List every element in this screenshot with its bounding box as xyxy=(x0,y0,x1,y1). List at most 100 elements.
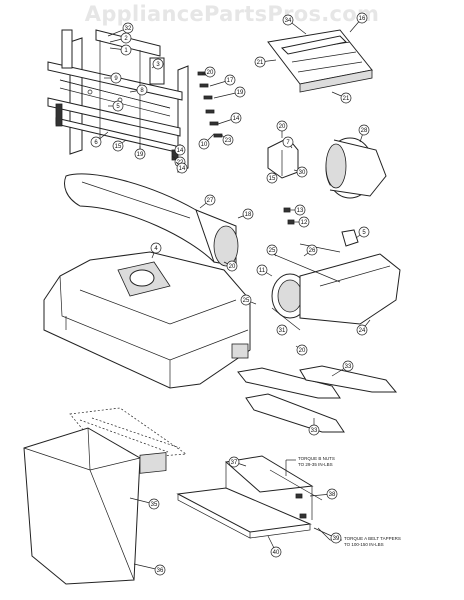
callout-bubble xyxy=(154,564,166,576)
callout-26: 26 xyxy=(303,244,318,257)
callout-bubble xyxy=(120,44,132,56)
callout-number: 9 xyxy=(114,76,118,82)
bagger-hood xyxy=(43,251,251,389)
callout-36: 36 xyxy=(133,563,166,576)
callout-2: 2 xyxy=(109,32,132,44)
callout-number: 34 xyxy=(285,18,292,24)
callout-14: 14 xyxy=(175,161,188,174)
callout-bubble xyxy=(122,22,134,34)
callout-33: 33 xyxy=(308,418,320,436)
callout-23: 23 xyxy=(219,133,234,146)
callout-number: 36 xyxy=(157,568,164,574)
callout-bubble xyxy=(276,324,288,336)
callout-number: 21 xyxy=(343,96,350,102)
callout-bubble xyxy=(296,344,308,356)
callout-bubble xyxy=(266,172,278,184)
callout-35: 35 xyxy=(129,497,160,510)
callout-bubble xyxy=(112,140,124,152)
callout-number: 1 xyxy=(124,48,128,54)
callout-20: 20 xyxy=(201,66,216,78)
callout-5: 5 xyxy=(108,100,124,112)
callout-number: 6 xyxy=(94,140,98,146)
callout-number: 28 xyxy=(361,128,368,134)
torque-note-top-line1: TORQUE B NUTS xyxy=(298,456,335,461)
callout-14: 14 xyxy=(217,112,242,125)
callout-number: 19 xyxy=(137,152,144,158)
callout-bubble xyxy=(356,324,368,336)
callout-bubble xyxy=(308,424,320,436)
callout-16: 16 xyxy=(349,12,368,33)
callout-24: 24 xyxy=(356,319,371,336)
callout-number: 2 xyxy=(124,36,128,42)
callout-number: 3 xyxy=(156,62,160,68)
callout-bubble xyxy=(234,86,246,98)
callout-number: 15 xyxy=(269,176,276,182)
callout-20: 20 xyxy=(295,344,308,356)
callout-number: 14 xyxy=(179,166,186,172)
mower-blades xyxy=(237,365,398,433)
side-chute xyxy=(267,207,401,331)
callout-9: 9 xyxy=(104,72,122,84)
callout-bubble xyxy=(282,14,294,26)
callout-number: 38 xyxy=(329,492,336,498)
callout-number: 20 xyxy=(207,70,214,76)
callout-32: 32 xyxy=(107,22,134,37)
callout-bubble xyxy=(356,12,368,24)
callout-number: 20 xyxy=(229,264,236,270)
callout-20: 20 xyxy=(223,260,238,272)
callout-21: 21 xyxy=(254,56,277,68)
callout-bubble xyxy=(256,264,268,276)
callout-bubble xyxy=(270,546,282,558)
callout-bubble xyxy=(110,72,122,84)
callout-number: 14 xyxy=(177,148,184,154)
callout-number: 21 xyxy=(257,60,264,66)
callout-number: 33 xyxy=(345,364,352,370)
callout-10: 10 xyxy=(198,133,215,150)
callout-number: 18 xyxy=(245,212,252,218)
callout-bubble xyxy=(240,294,252,306)
callout-39: 39 xyxy=(313,527,342,544)
callout-15: 15 xyxy=(112,139,127,152)
callout-28: 28 xyxy=(358,124,370,143)
callout-27: 27 xyxy=(199,194,216,209)
callout-6: 6 xyxy=(90,131,109,148)
callout-13: 13 xyxy=(290,204,306,216)
callout-19: 19 xyxy=(213,86,246,99)
callout-8: 8 xyxy=(129,84,148,96)
adapter-collar xyxy=(325,137,387,199)
callout-number: 31 xyxy=(279,328,286,334)
callout-7: 7 xyxy=(282,136,294,149)
callout-bubble xyxy=(276,120,288,132)
callout-25: 25 xyxy=(266,244,278,257)
callout-bubble xyxy=(226,260,238,272)
callout-number: 17 xyxy=(227,78,234,84)
callout-bubble xyxy=(174,144,186,156)
torque-note-bottom-line1: TORQUE A BELT TAPPERS xyxy=(344,536,401,541)
callout-number: 11 xyxy=(259,268,266,274)
callout-1: 1 xyxy=(109,44,132,56)
callout-bubble xyxy=(340,92,352,104)
callout-34: 34 xyxy=(282,14,307,35)
callout-19: 19 xyxy=(134,146,146,160)
callout-37: 37 xyxy=(228,456,247,468)
callout-25: 25 xyxy=(240,294,257,306)
callout-bubble xyxy=(112,100,124,112)
callout-bubble xyxy=(224,74,236,86)
callout-number: 26 xyxy=(309,248,316,254)
callout-bubble xyxy=(296,166,308,178)
callout-number: 40 xyxy=(273,550,280,556)
callout-number: 20 xyxy=(279,124,286,130)
callout-number: 25 xyxy=(269,248,276,254)
callout-bubble xyxy=(150,242,162,254)
callout-12: 12 xyxy=(294,216,310,228)
callout-number: 4 xyxy=(154,246,158,252)
callout-20: 20 xyxy=(276,120,288,138)
callout-number: 12 xyxy=(301,220,308,226)
callout-number: 5 xyxy=(362,230,366,236)
callout-bubble xyxy=(120,32,132,44)
callout-11: 11 xyxy=(256,264,273,277)
callout-17: 17 xyxy=(209,74,236,87)
callout-5: 5 xyxy=(355,226,370,239)
callout-number: 20 xyxy=(299,348,306,354)
